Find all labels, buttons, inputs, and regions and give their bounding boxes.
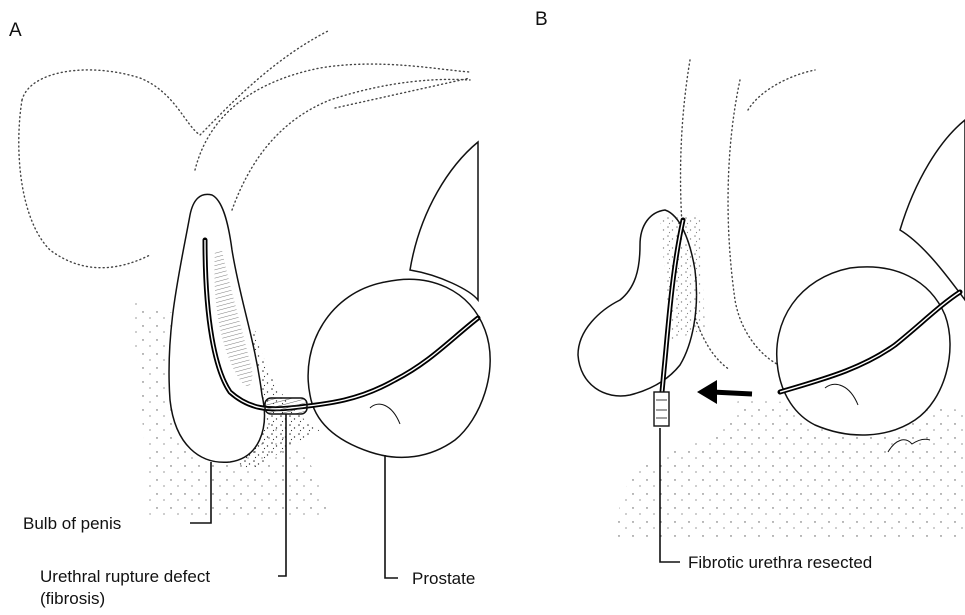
- panel-a-letter: A: [9, 20, 22, 41]
- label-rupture-defect: Urethral rupture defect: [40, 567, 210, 586]
- prostate-b: [777, 267, 950, 435]
- symphysis-line-b: [748, 70, 815, 110]
- label-fibrosis: (fibrosis): [40, 589, 105, 608]
- symphysis-contour-inner: [232, 79, 470, 210]
- leader-prostate: [385, 455, 398, 578]
- rupture-defect-fibrosis: [265, 398, 307, 414]
- label-bulb-of-penis: Bulb of penis: [23, 514, 121, 533]
- resected-urethra-stump: [654, 392, 669, 426]
- retraction-arrow: [712, 392, 752, 394]
- arrow-head: [697, 380, 717, 404]
- body-contour: [22, 30, 330, 135]
- panel-b: B Fibrotic urethra resected: [535, 9, 965, 572]
- label-prostate: Prostate: [412, 569, 475, 588]
- prostate-upper-lobe: [410, 142, 478, 300]
- panel-b-letter: B: [535, 9, 548, 30]
- bulb-of-penis: [169, 194, 264, 462]
- prostate: [308, 279, 490, 457]
- panel-a: A Bulb of penis Urethral rupture defect …: [9, 20, 490, 608]
- prostate-b-upper: [900, 120, 965, 300]
- pelvic-contour: [19, 100, 150, 268]
- label-fibrotic-urethra-resected: Fibrotic urethra resected: [688, 553, 872, 572]
